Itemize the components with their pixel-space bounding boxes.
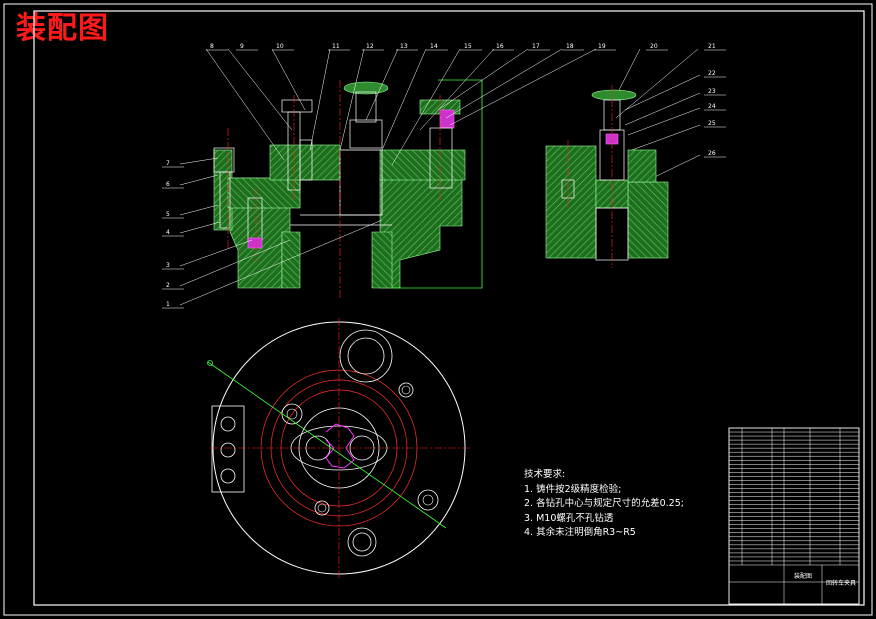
title-block bbox=[728, 427, 860, 605]
part-label-1: 1 bbox=[166, 301, 170, 308]
part-label-21: 21 bbox=[708, 43, 716, 50]
technical-requirements: 技术要求: 1. 铸件按2级精度检验; 2. 各钻孔中心与规定尺寸的允差0.25… bbox=[524, 468, 684, 541]
part-label-11: 11 bbox=[332, 43, 340, 50]
part-label-6: 6 bbox=[166, 181, 170, 188]
tech-req-item-3: 3. M10螺孔不孔钻透 bbox=[524, 512, 614, 524]
part-labels-top: 8 9 10 11 12 13 14 15 16 17 18 19 20 21 bbox=[206, 43, 726, 51]
part-label-23: 23 bbox=[708, 88, 716, 95]
main-section-view bbox=[213, 79, 483, 300]
drawing-frame bbox=[3, 3, 873, 616]
part-labels-left: 7 6 5 4 3 2 1 bbox=[162, 160, 184, 309]
part-label-25: 25 bbox=[708, 120, 716, 127]
part-label-22: 22 bbox=[708, 70, 716, 77]
drawing-title: 装配图 bbox=[16, 11, 109, 46]
part-label-24: 24 bbox=[708, 103, 716, 110]
part-label-18: 18 bbox=[566, 43, 574, 50]
side-section-view bbox=[545, 85, 669, 268]
part-label-12: 12 bbox=[366, 43, 374, 50]
part-label-20: 20 bbox=[650, 43, 658, 50]
part-label-14: 14 bbox=[430, 43, 438, 50]
part-label-10: 10 bbox=[276, 43, 284, 50]
title-block-product-name: 回转车夹具 bbox=[826, 579, 856, 587]
part-label-5: 5 bbox=[166, 211, 170, 218]
part-label-17: 17 bbox=[532, 43, 540, 50]
leader-lines bbox=[179, 48, 701, 306]
tech-req-heading: 技术要求: bbox=[524, 469, 566, 480]
part-label-15: 15 bbox=[464, 43, 472, 50]
tech-req-item-1: 1. 铸件按2级精度检验; bbox=[524, 483, 622, 495]
part-label-3: 3 bbox=[166, 262, 170, 269]
part-labels-right: 22 23 24 25 26 bbox=[704, 70, 726, 158]
part-label-26: 26 bbox=[708, 150, 716, 157]
part-label-2: 2 bbox=[166, 282, 170, 289]
tech-req-item-2: 2. 各钻孔中心与规定尺寸的允差0.25; bbox=[524, 498, 684, 509]
part-label-9: 9 bbox=[240, 43, 244, 50]
tech-req-item-4: 4. 其余未注明倒角R3~R5 bbox=[524, 527, 636, 538]
part-label-19: 19 bbox=[598, 43, 606, 50]
title-block-drawing-name: 装配图 bbox=[794, 572, 812, 580]
part-label-8: 8 bbox=[210, 43, 214, 50]
part-label-7: 7 bbox=[166, 160, 170, 167]
part-label-4: 4 bbox=[166, 229, 170, 236]
plan-view bbox=[207, 318, 470, 578]
part-label-16: 16 bbox=[496, 43, 504, 50]
part-label-13: 13 bbox=[400, 43, 408, 50]
